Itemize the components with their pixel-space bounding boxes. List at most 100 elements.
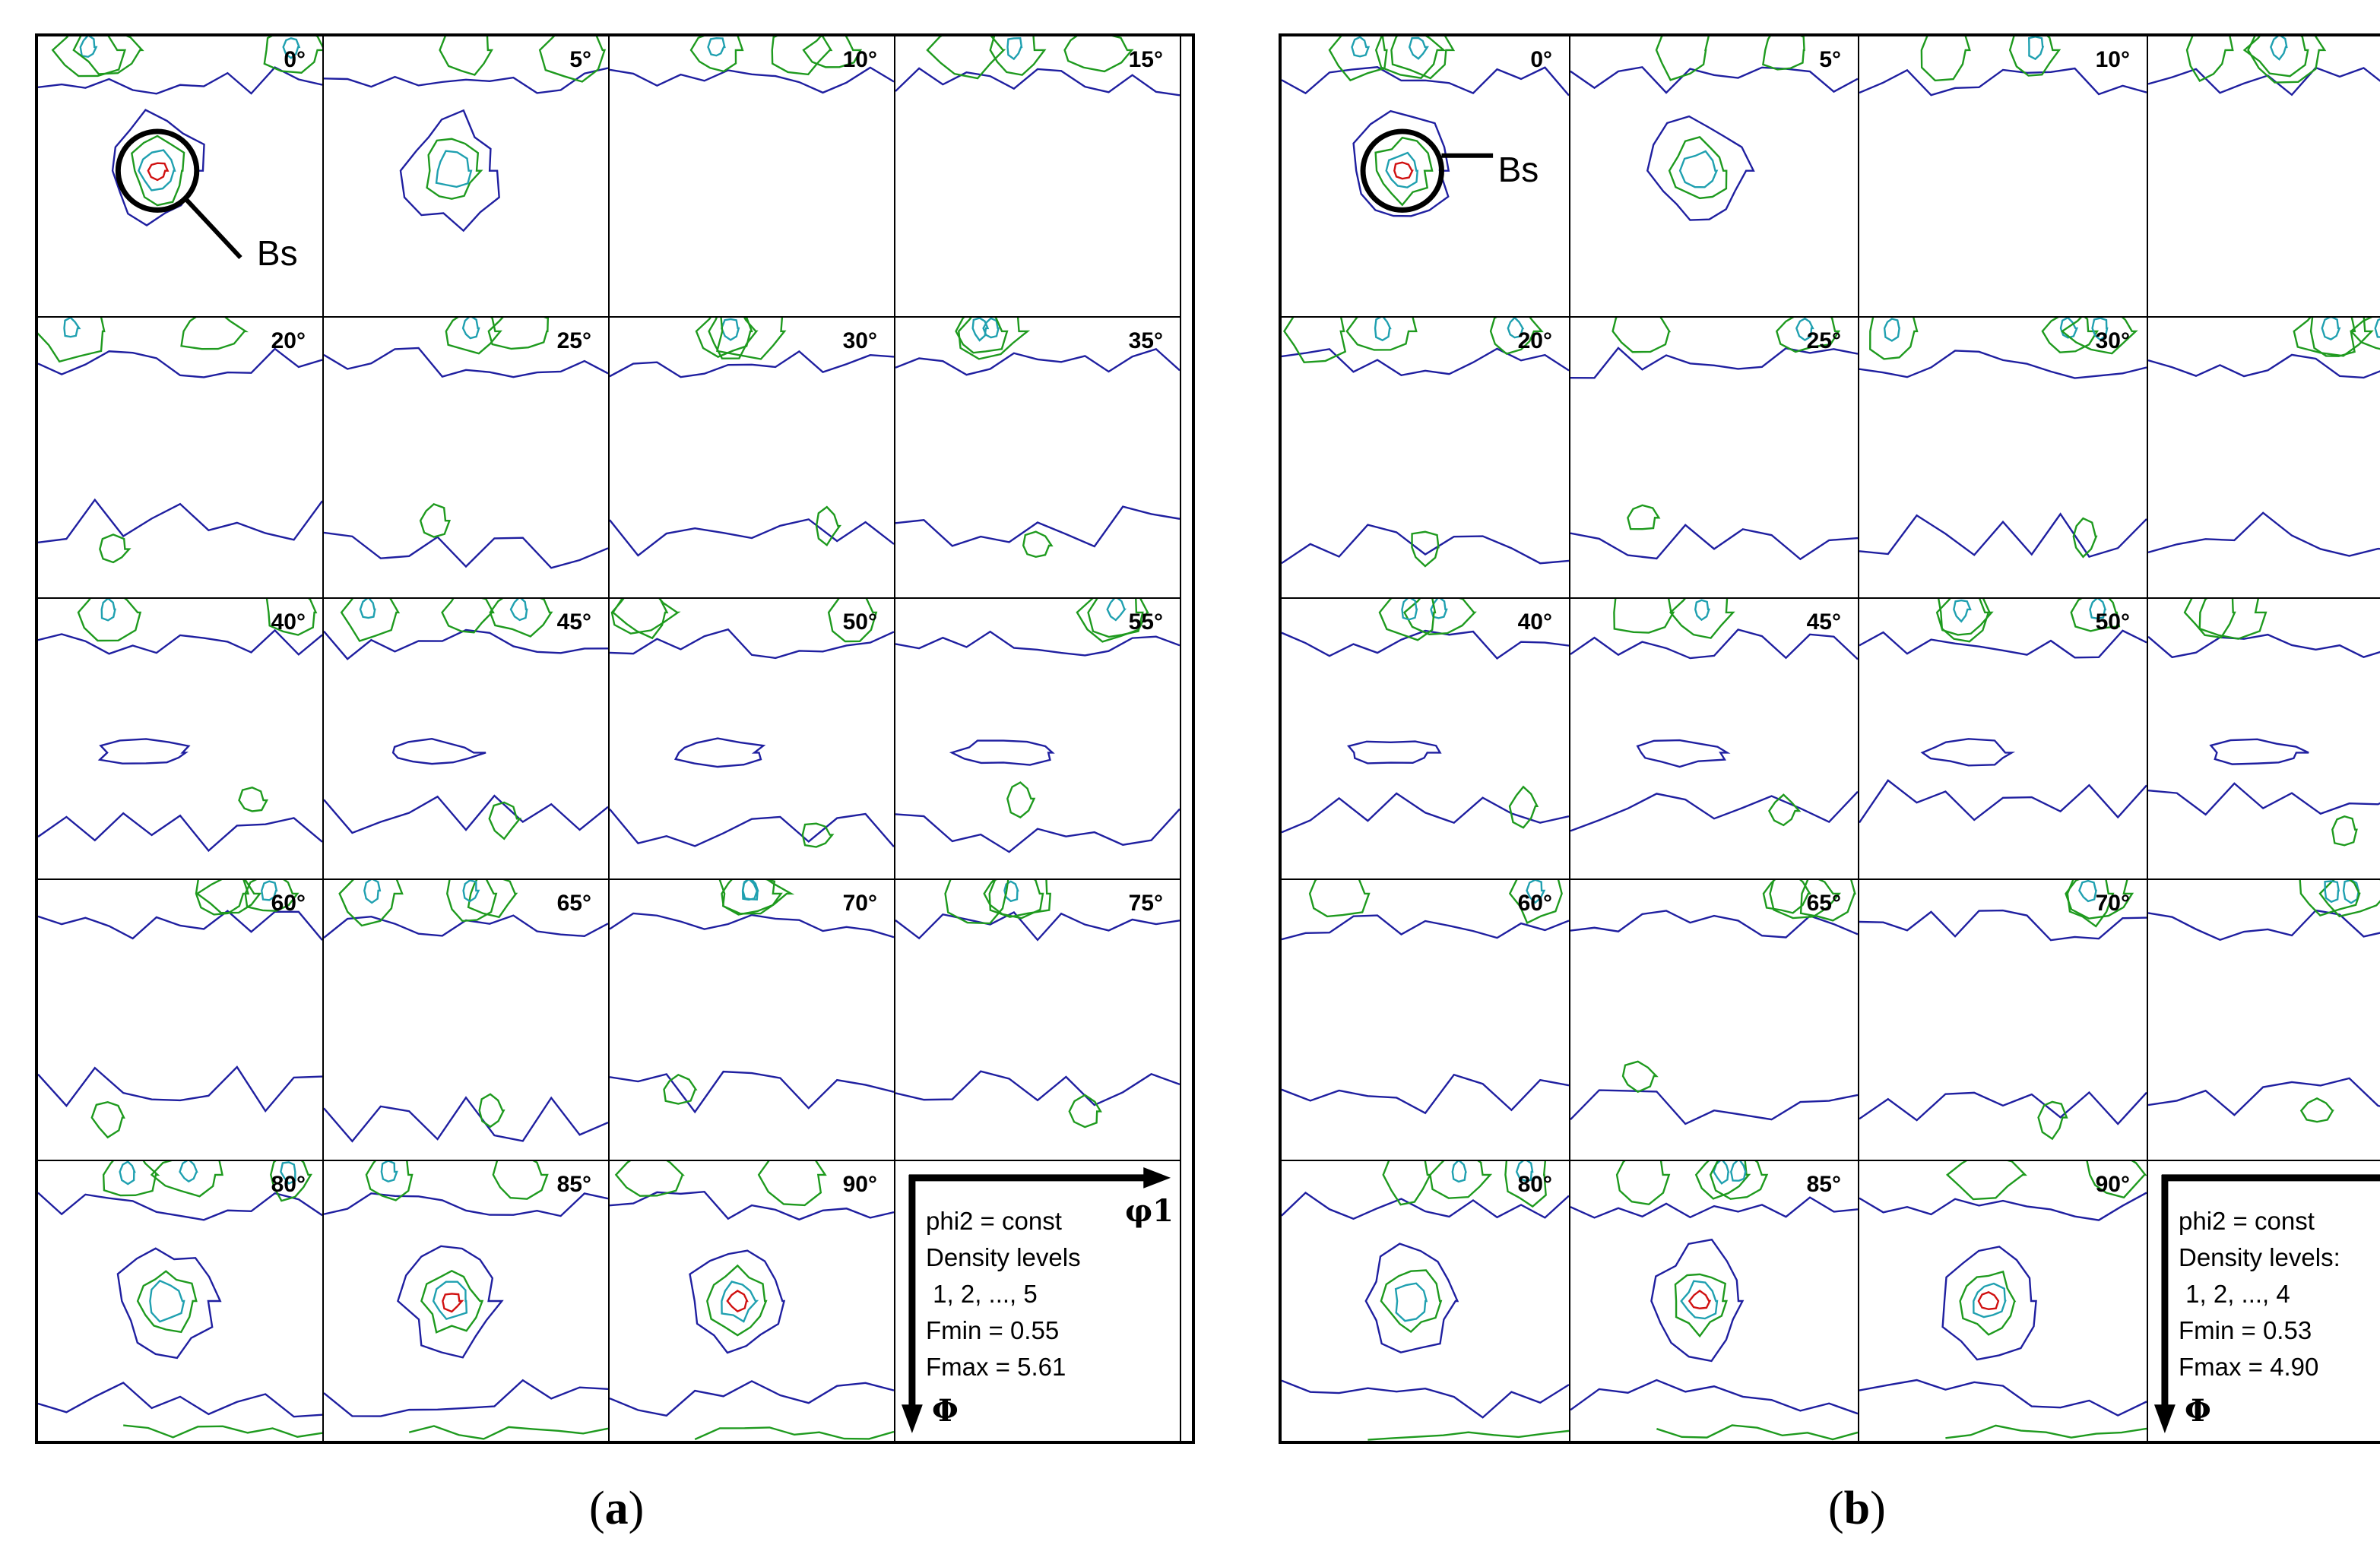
- odf-section: 70°: [608, 878, 895, 1161]
- contour-level-2: [1063, 36, 1134, 73]
- contour-plot: [1859, 599, 2147, 824]
- contour-level-1: [1859, 629, 2147, 659]
- contour-level-2: [340, 599, 401, 642]
- contour-level-3: [2270, 36, 2288, 61]
- contour-level-1: [38, 812, 322, 853]
- bs-marker: [1360, 128, 1494, 213]
- contour-level-2: [338, 880, 404, 927]
- contour-level-3: [509, 599, 528, 622]
- contour-level-3: [1408, 36, 1429, 60]
- contour-level-2: [1613, 599, 1675, 634]
- odf-section: 35°: [2147, 316, 2380, 599]
- odf-section: 15°: [2147, 35, 2380, 318]
- axes-arrows: [2153, 1174, 2380, 1434]
- section-angle-label: 20°: [1517, 328, 1552, 353]
- contour-level-2: [944, 880, 1009, 925]
- contour-level-2: [1959, 1270, 2017, 1336]
- contour-plot: [1282, 36, 1569, 217]
- contour-plot: [324, 599, 608, 840]
- contour-level-2: [2309, 318, 2356, 357]
- axes-arrows: [901, 1167, 1171, 1434]
- contour-level-1: [1570, 628, 1858, 660]
- odf-section: 65°: [1569, 878, 1859, 1161]
- odf-section: 40°: [1280, 597, 1570, 880]
- contour-level-2: [2299, 1097, 2334, 1123]
- contour-level-4: [1977, 1291, 2000, 1310]
- contour-level-1: [2148, 353, 2380, 379]
- contour-plot: [1570, 318, 1858, 561]
- caption-a: (a): [589, 1483, 645, 1534]
- contour-level-2: [492, 1161, 549, 1200]
- contour-level-2: [38, 318, 106, 363]
- contour-level-2: [1378, 599, 1437, 641]
- contour-level-3: [119, 1161, 136, 1186]
- contour-plot: [1859, 36, 2147, 97]
- contour-level-2: [815, 505, 841, 547]
- odf-section: 85°: [322, 1160, 610, 1442]
- contour-level-3: [1351, 36, 1371, 58]
- odf-section: 20°: [1280, 316, 1570, 599]
- contour-level-3: [1507, 318, 1525, 339]
- contour-level-1: [610, 1380, 894, 1417]
- contour-level-2: [419, 503, 452, 538]
- contour-level-3: [1953, 599, 1972, 623]
- contour-level-2: [2185, 36, 2234, 82]
- contour-level-3: [707, 36, 726, 57]
- contour-level-2: [2072, 517, 2098, 559]
- contour-level-1: [2148, 909, 2380, 942]
- contour-plot: [324, 880, 608, 1143]
- contour-level-2: [102, 1161, 160, 1197]
- contour-level-2: [1656, 1424, 1858, 1441]
- contour-level-1: [2148, 66, 2380, 97]
- contour-level-2: [2198, 599, 2267, 640]
- contour-level-2: [1627, 504, 1661, 530]
- contour-level-2: [487, 318, 550, 350]
- contour-level-2: [2299, 880, 2361, 917]
- contour-level-2: [467, 880, 518, 919]
- contour-level-2: [90, 1100, 125, 1139]
- contour-plot: [38, 880, 322, 1139]
- contour-level-1: [38, 1382, 322, 1418]
- contour-level-1: [1859, 350, 2147, 379]
- contour-plot: [1570, 599, 1858, 832]
- section-angle-label: 5°: [1819, 47, 1841, 72]
- contour-level-2: [365, 1161, 414, 1201]
- contour-level-3: [982, 318, 1000, 339]
- section-angle-label: 55°: [1128, 609, 1163, 635]
- section-angle-label: 40°: [271, 609, 306, 635]
- contour-level-3: [1526, 880, 1546, 904]
- contour-level-1: [1282, 1379, 1569, 1419]
- contour-plot: [1570, 880, 1858, 1125]
- contour-plot: [2148, 36, 2380, 97]
- contour-level-2: [2350, 318, 2380, 350]
- contour-level-3: [2321, 318, 2341, 340]
- section-angle-label: 30°: [842, 328, 877, 353]
- Phi-axis-label: Φ: [2185, 1393, 2211, 1429]
- contour-level-3: [741, 880, 759, 901]
- contour-level-1: [1859, 67, 2147, 97]
- contour-level-1: [1570, 66, 1858, 94]
- contour-level-2: [1068, 1094, 1102, 1129]
- section-angle-label: 85°: [1806, 1172, 1841, 1197]
- contour-level-1: [895, 910, 1180, 942]
- contour-level-3: [149, 1279, 185, 1323]
- contour-level-1: [610, 350, 894, 378]
- odf-section: 55°: [2147, 597, 2380, 880]
- contour-level-3: [138, 149, 176, 192]
- contour-level-1: [610, 912, 894, 939]
- contour-level-2: [689, 36, 744, 73]
- contour-level-2: [263, 36, 322, 74]
- contour-plot: [1859, 1161, 2147, 1439]
- contour-plot: [610, 1161, 894, 1441]
- contour-level-1: [116, 1247, 222, 1360]
- legend-line1: phi2 = const: [926, 1207, 1062, 1235]
- section-angle-label: 70°: [2095, 891, 2130, 916]
- section-angle-label: 60°: [271, 891, 306, 916]
- odf-section: 90°: [608, 1160, 895, 1442]
- contour-plot: [324, 1161, 608, 1440]
- bs-circle: [1360, 128, 1444, 213]
- bs-circle: [115, 128, 200, 213]
